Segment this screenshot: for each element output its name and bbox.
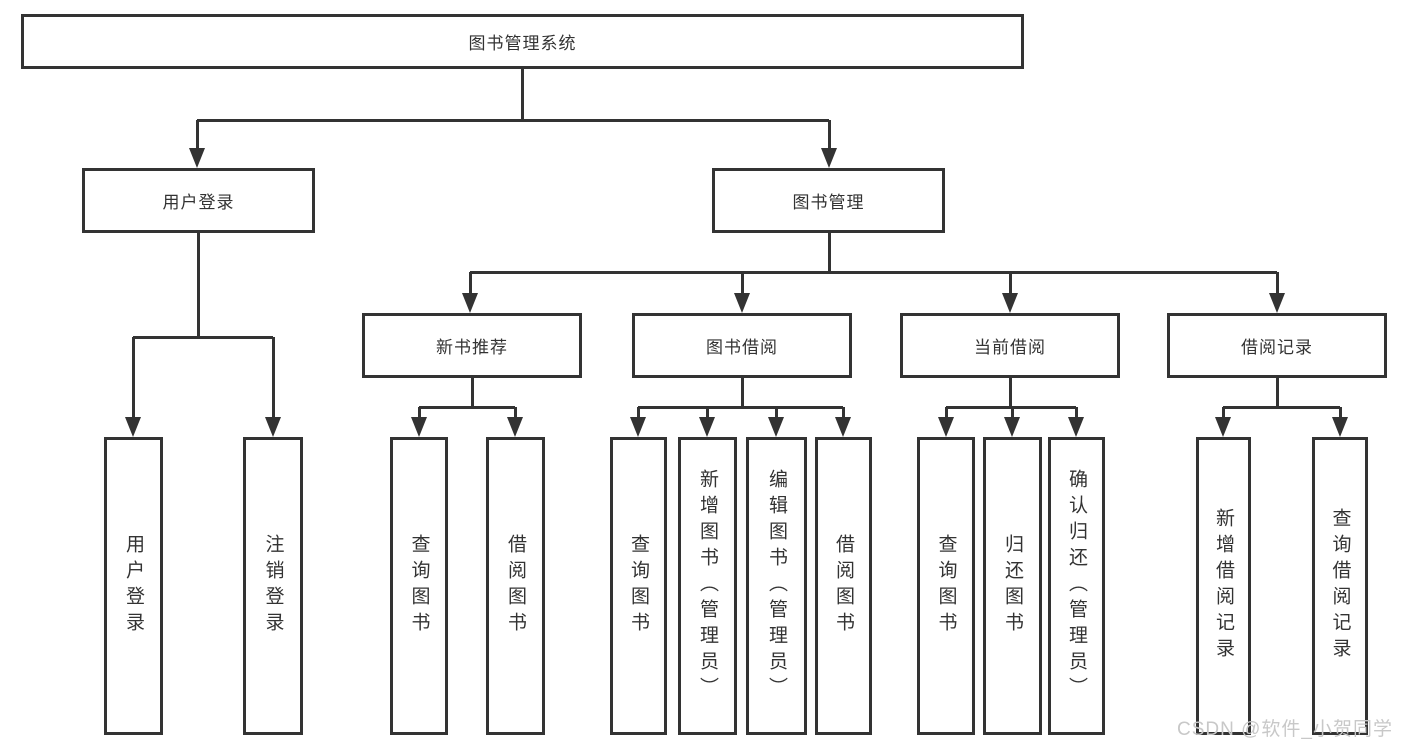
node-label: 编辑图书（管理员） bbox=[766, 469, 787, 703]
arrow-down-icon bbox=[265, 417, 281, 437]
arrow-down-icon bbox=[1004, 417, 1020, 437]
leaf-query-borrow-record: 查询借阅记录 bbox=[1312, 437, 1368, 735]
node-label: 用户登录 bbox=[123, 534, 144, 638]
leaf-logout: 注销登录 bbox=[243, 437, 303, 735]
connector-line-vertical bbox=[1221, 407, 1225, 418]
node-label: 新增借阅记录 bbox=[1213, 508, 1234, 664]
arrow-down-icon bbox=[1215, 417, 1231, 437]
connector-line-horizontal bbox=[638, 405, 843, 409]
arrow-down-icon bbox=[462, 293, 478, 313]
node-label: 确认归还（管理员） bbox=[1066, 469, 1087, 703]
connector-line-vertical bbox=[944, 407, 948, 418]
node-label: 查询图书 bbox=[408, 534, 430, 638]
connector-line-vertical bbox=[131, 337, 135, 418]
node-label: 用户登录 bbox=[162, 193, 235, 212]
node-label: 图书借阅 bbox=[706, 338, 778, 357]
leaf-query-books-borrow: 查询图书 bbox=[610, 437, 667, 735]
arrow-down-icon bbox=[768, 417, 784, 437]
connector-line-vertical bbox=[1275, 272, 1279, 294]
node-library-management-system: 图书管理系统 bbox=[21, 14, 1024, 69]
arrow-down-icon bbox=[1002, 293, 1018, 313]
connector-line-vertical bbox=[1010, 407, 1014, 418]
leaf-borrow-books: 借阅图书 bbox=[815, 437, 872, 735]
arrow-down-icon bbox=[1332, 417, 1348, 437]
connector-line-vertical bbox=[705, 407, 709, 418]
connector-line-vertical bbox=[468, 272, 472, 294]
connector-line-horizontal bbox=[133, 335, 273, 339]
node-book-management: 图书管理 bbox=[712, 168, 945, 233]
node-label: 当前借阅 bbox=[974, 338, 1046, 357]
connector-line-vertical bbox=[520, 69, 524, 120]
node-label: 图书管理系统 bbox=[468, 34, 577, 53]
arrow-down-icon bbox=[1068, 417, 1084, 437]
node-label: 借阅记录 bbox=[1241, 338, 1313, 357]
connector-line-horizontal bbox=[1223, 405, 1340, 409]
leaf-confirm-return-admin: 确认归还（管理员） bbox=[1048, 437, 1105, 735]
connector-line-horizontal bbox=[197, 118, 829, 122]
connector-line-vertical bbox=[636, 407, 640, 418]
node-label: 新书推荐 bbox=[436, 338, 508, 357]
connector-line-vertical bbox=[1074, 407, 1078, 418]
arrow-down-icon bbox=[125, 417, 141, 437]
node-label: 借阅图书 bbox=[833, 534, 854, 638]
connector-line-horizontal bbox=[470, 270, 1277, 274]
connector-line-vertical bbox=[513, 407, 517, 418]
csdn-watermark: CSDN @软件_小贺同学 bbox=[1177, 719, 1393, 740]
leaf-query-books-current: 查询图书 bbox=[917, 437, 975, 735]
arrow-down-icon bbox=[699, 417, 715, 437]
connector-line-vertical bbox=[195, 120, 199, 151]
node-current-borrow: 当前借阅 bbox=[900, 313, 1120, 378]
node-label: 查询图书 bbox=[628, 534, 649, 638]
node-new-book-recommend: 新书推荐 bbox=[362, 313, 582, 378]
connector-line-vertical bbox=[827, 233, 831, 272]
connector-line-vertical bbox=[470, 378, 474, 407]
arrow-down-icon bbox=[821, 148, 837, 168]
connector-line-vertical bbox=[740, 272, 744, 294]
node-borrow-records: 借阅记录 bbox=[1167, 313, 1387, 378]
node-user-login: 用户登录 bbox=[82, 168, 315, 233]
connector-line-vertical bbox=[740, 378, 744, 407]
connector-line-vertical bbox=[841, 407, 845, 418]
arrow-down-icon bbox=[734, 293, 750, 313]
node-label: 图书管理 bbox=[792, 193, 865, 212]
leaf-return-books: 归还图书 bbox=[983, 437, 1042, 735]
connector-line-vertical bbox=[417, 407, 421, 418]
connector-line-vertical bbox=[1275, 378, 1279, 407]
arrow-down-icon bbox=[938, 417, 954, 437]
connector-line-vertical bbox=[827, 120, 831, 151]
arrow-down-icon bbox=[189, 148, 205, 168]
arrow-down-icon bbox=[507, 417, 523, 437]
leaf-borrow-books-recommend: 借阅图书 bbox=[486, 437, 545, 735]
connector-line-vertical bbox=[774, 407, 778, 418]
node-label: 查询图书 bbox=[935, 534, 957, 638]
leaf-query-books-recommend: 查询图书 bbox=[390, 437, 448, 735]
connector-line-vertical bbox=[1338, 407, 1342, 418]
arrow-down-icon bbox=[630, 417, 646, 437]
arrow-down-icon bbox=[835, 417, 851, 437]
node-label: 借阅图书 bbox=[505, 534, 526, 638]
node-book-borrow: 图书借阅 bbox=[632, 313, 852, 378]
connector-line-vertical bbox=[1008, 272, 1012, 294]
leaf-edit-books-admin: 编辑图书（管理员） bbox=[746, 437, 807, 735]
connector-line-vertical bbox=[196, 233, 200, 337]
leaf-add-borrow-record: 新增借阅记录 bbox=[1196, 437, 1251, 735]
arrow-down-icon bbox=[411, 417, 427, 437]
leaf-user-login: 用户登录 bbox=[104, 437, 163, 735]
connector-line-vertical bbox=[271, 337, 275, 418]
node-label: 新增图书（管理员） bbox=[697, 469, 718, 703]
connector-line-vertical bbox=[1008, 378, 1012, 407]
arrow-down-icon bbox=[1269, 293, 1285, 313]
node-label: 注销登录 bbox=[262, 534, 284, 638]
node-label: 归还图书 bbox=[1002, 534, 1023, 638]
leaf-add-books-admin: 新增图书（管理员） bbox=[678, 437, 737, 735]
node-label: 查询借阅记录 bbox=[1329, 508, 1351, 664]
connector-line-horizontal bbox=[419, 405, 515, 409]
